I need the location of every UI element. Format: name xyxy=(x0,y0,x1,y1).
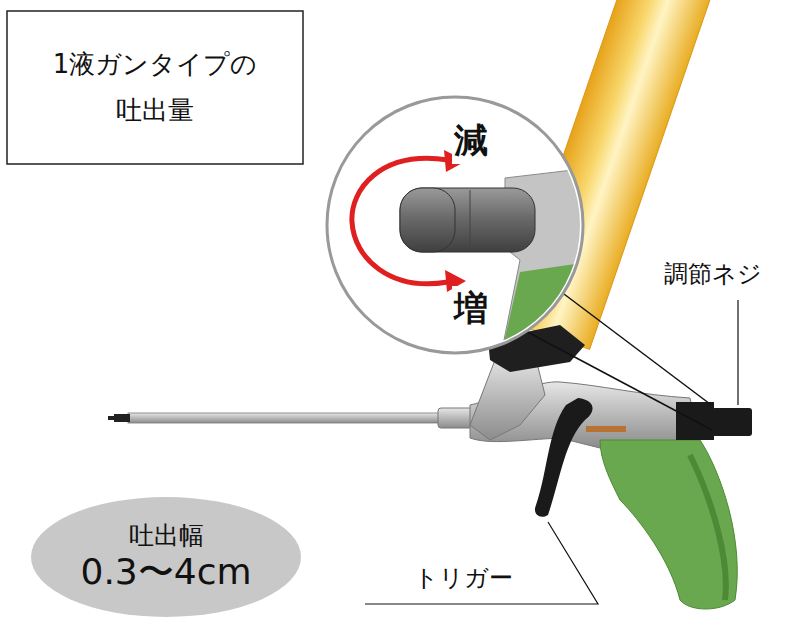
node-value: 0.3〜4cm xyxy=(80,551,251,592)
node-text: 1液ガンタイプの 吐出量 xyxy=(36,42,274,133)
magnified-screw xyxy=(400,168,590,360)
ellipse-badge: 吐出幅0.3〜4cm xyxy=(30,496,302,618)
rotation-arrows xyxy=(352,158,448,283)
direction-label: 増 xyxy=(452,286,490,332)
part-label: トリガー xyxy=(412,562,515,594)
title-box: 1液ガンタイプの 吐出量 xyxy=(6,10,304,165)
barrel xyxy=(108,408,478,428)
part-label: 調節ネジ xyxy=(662,258,764,290)
adjusting-screw xyxy=(676,402,752,440)
direction-label: 減 xyxy=(452,118,490,164)
box-outline xyxy=(6,10,304,165)
leader-line xyxy=(365,522,598,604)
leader-line xyxy=(737,300,738,405)
trigger xyxy=(535,398,593,517)
node-text: 吐出幅 xyxy=(129,522,204,551)
grip xyxy=(600,440,737,609)
